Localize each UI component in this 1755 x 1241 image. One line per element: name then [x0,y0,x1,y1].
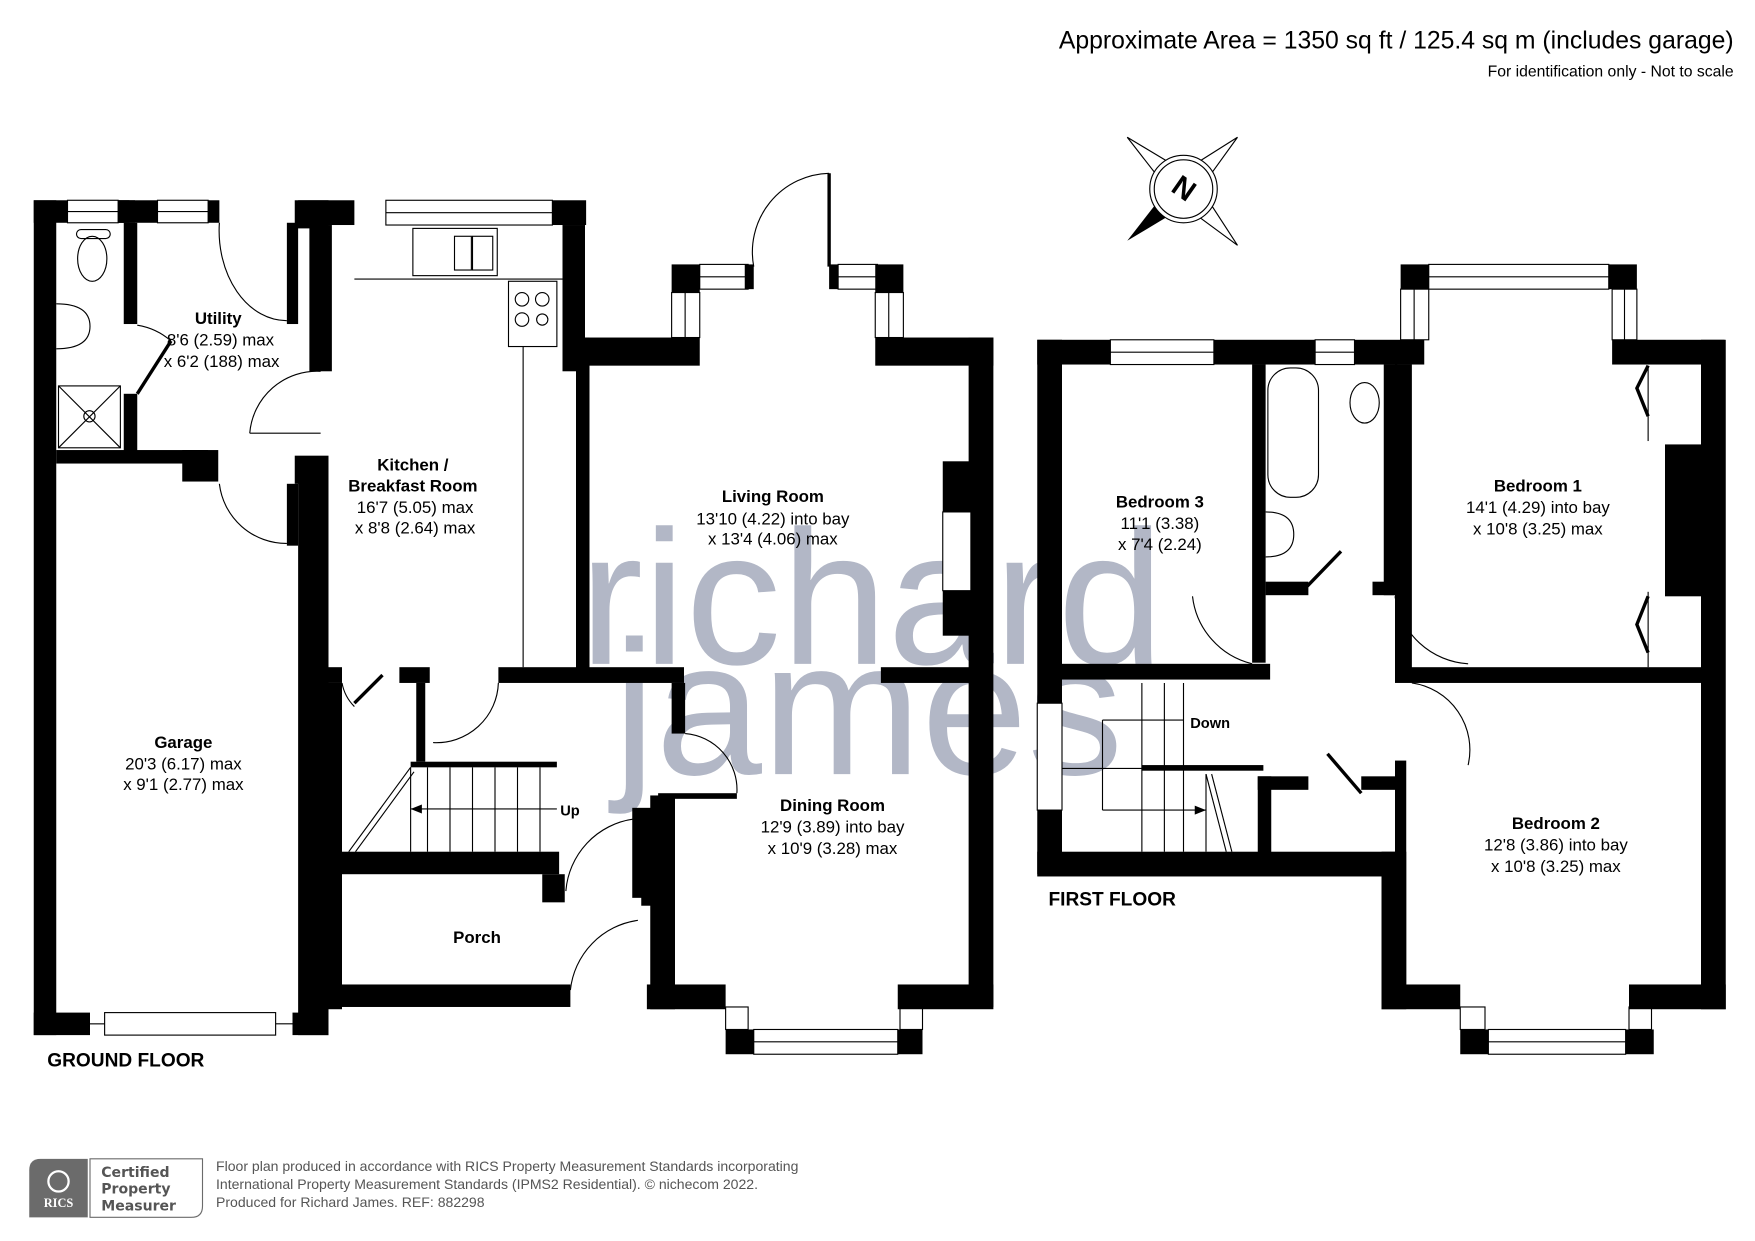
svg-text:RICS: RICS [44,1196,74,1210]
svg-text:16'7 (5.05) max: 16'7 (5.05) max [357,498,474,517]
svg-text:Bedroom 1: Bedroom 1 [1494,477,1582,496]
svg-text:x 6'2 (188) max: x 6'2 (188) max [164,352,280,371]
room-bedroom-3: Bedroom 3 11'1 (3.38) x 7'4 (2.24) [1116,492,1204,554]
svg-text:Living Room: Living Room [722,487,824,506]
svg-text:Porch: Porch [453,928,501,947]
svg-text:Property: Property [101,1182,170,1198]
footer-line-3: Produced for Richard James. REF: 882298 [216,1194,485,1210]
svg-text:20'3 (6.17) max: 20'3 (6.17) max [125,755,242,774]
room-kitchen: Kitchen / Breakfast Room 16'7 (5.05) max… [348,455,477,537]
svg-text:Dining Room: Dining Room [780,796,885,815]
svg-text:11'1 (3.38): 11'1 (3.38) [1120,514,1199,533]
scale-disclaimer: For identification only - Not to scale [1488,64,1734,81]
toilet-icon [1349,381,1380,424]
room-garage: Garage 20'3 (6.17) max x 9'1 (2.77) max [123,733,244,794]
svg-text:x 10'8 (3.25) max: x 10'8 (3.25) max [1491,857,1621,876]
svg-text:Bedroom 3: Bedroom 3 [1116,492,1204,511]
svg-text:x 10'9 (3.28) max: x 10'9 (3.28) max [768,839,898,858]
first-floor-label: FIRST FLOOR [1048,890,1176,911]
svg-text:Utility: Utility [195,309,242,328]
svg-text:13'10 (4.22) into bay: 13'10 (4.22) into bay [696,509,850,528]
rics-badge: RICS Certified Property Measurer [29,1158,204,1218]
svg-text:12'9 (3.89) into bay: 12'9 (3.89) into bay [761,818,905,837]
svg-text:12'8 (3.86) into bay: 12'8 (3.86) into bay [1484,836,1628,855]
svg-text:x 9'1 (2.77) max: x 9'1 (2.77) max [123,775,244,794]
approximate-area: Approximate Area = 1350 sq ft / 125.4 sq… [1059,27,1734,54]
sink-icon [412,227,498,277]
svg-text:Certified: Certified [101,1165,169,1181]
svg-text:x 8'8 (2.64) max: x 8'8 (2.64) max [355,518,476,537]
svg-text:Kitchen /: Kitchen / [377,455,449,474]
shower-tray-icon [57,385,121,449]
svg-text:14'1 (4.29) into bay: 14'1 (4.29) into bay [1466,498,1610,517]
room-porch: Porch [453,928,501,947]
svg-text:8'6 (2.59) max: 8'6 (2.59) max [167,330,275,349]
stairs-up [348,761,557,853]
bath-icon [1267,367,1320,498]
svg-text:Garage: Garage [154,733,212,752]
watermark: richard james [579,491,1164,815]
basin-icon [1265,511,1295,558]
svg-text:x 10'8 (3.25) max: x 10'8 (3.25) max [1473,519,1603,538]
svg-text:Breakfast Room: Breakfast Room [348,477,477,496]
stairs-down [1036,682,1264,852]
footer-line-2: International Property Measurement Stand… [216,1176,758,1192]
rics-lion-icon [47,1170,70,1193]
basin-icon [56,303,91,350]
hob-icon [507,280,558,348]
svg-text:Measurer: Measurer [101,1199,176,1215]
room-living-room: Living Room 13'10 (4.22) into bay x 13'4… [696,487,850,549]
stairs-up-label: Up [560,804,580,820]
room-utility: Utility 8'6 (2.59) max x 6'2 (188) max [164,309,280,371]
svg-text:Bedroom 2: Bedroom 2 [1512,814,1600,833]
svg-text:x 13'4 (4.06) max: x 13'4 (4.06) max [708,530,838,549]
ground-floor-plan [33,172,994,1055]
stairs-down-label: Down [1190,716,1230,732]
first-floor-plan [1036,263,1726,1055]
ground-floor-label: GROUND FLOOR [47,1051,204,1072]
room-bedroom-2: Bedroom 2 12'8 (3.86) into bay x 10'8 (3… [1484,814,1628,876]
room-bedroom-1: Bedroom 1 14'1 (4.29) into bay x 10'8 (3… [1466,477,1610,539]
room-dining-room: Dining Room 12'9 (3.89) into bay x 10'9 … [761,796,905,858]
footer-line-1: Floor plan produced in accordance with R… [216,1158,798,1174]
svg-text:x 7'4 (2.24): x 7'4 (2.24) [1118,535,1202,554]
toilet-icon [77,235,108,282]
compass-icon: N [1126,136,1238,246]
